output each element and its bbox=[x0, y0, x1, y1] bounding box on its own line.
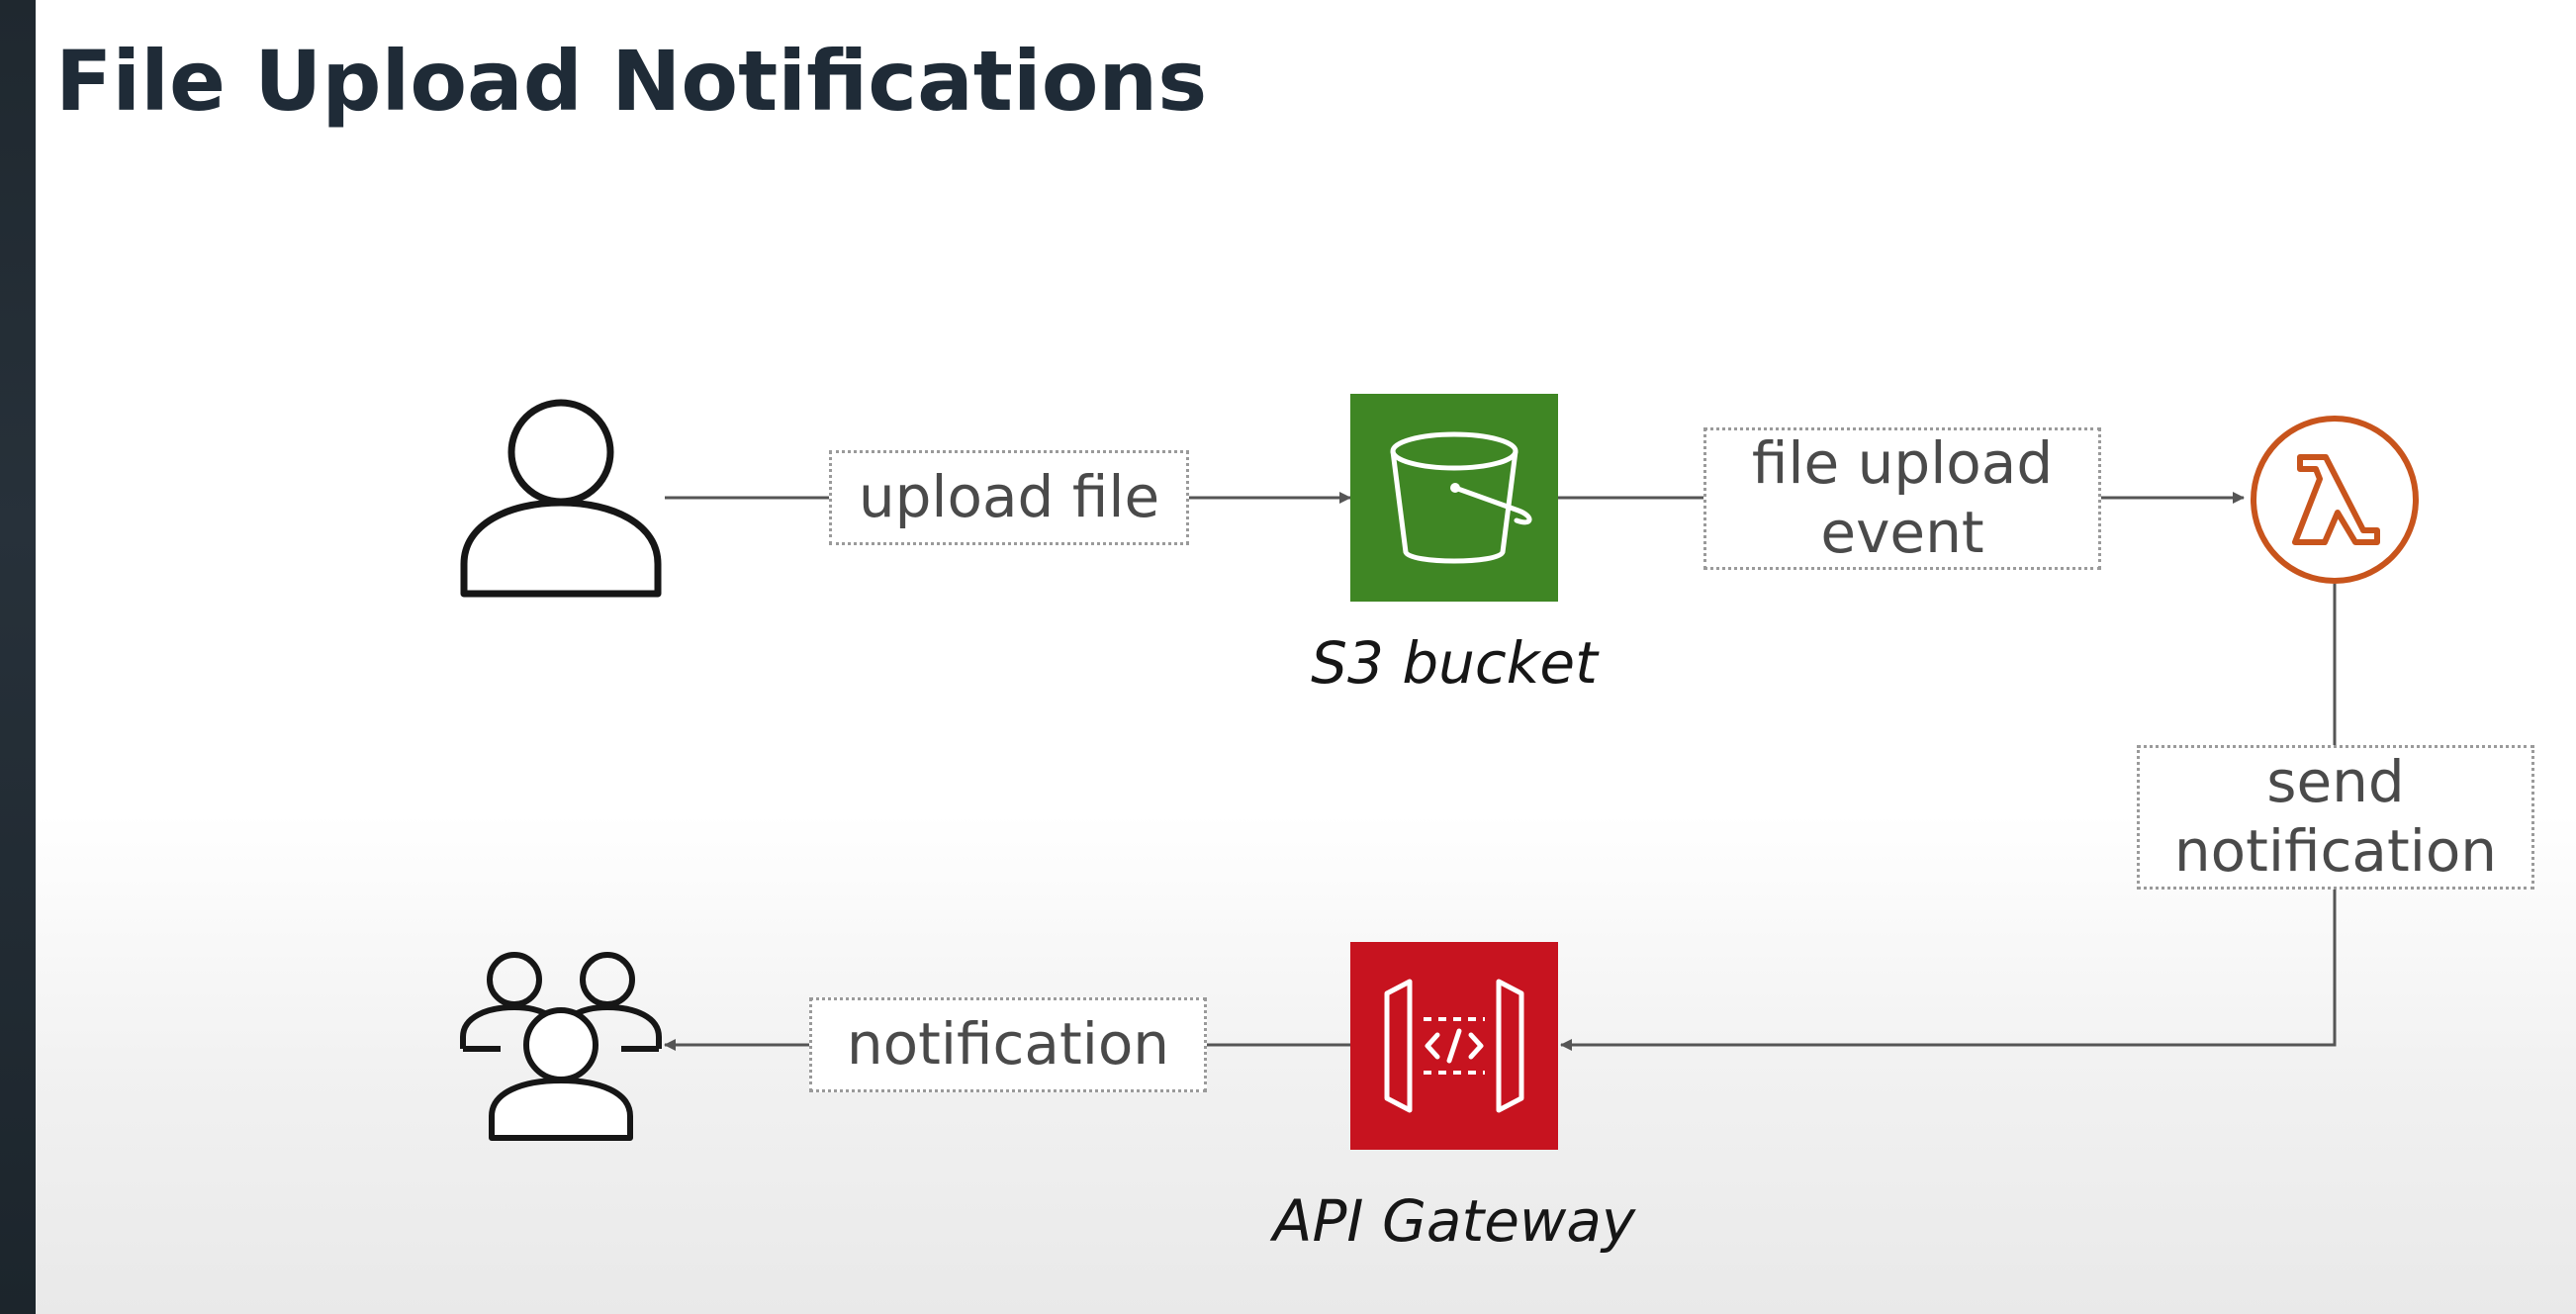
send-notification-label: send notification bbox=[2137, 745, 2534, 890]
slide-side-bar bbox=[0, 0, 36, 1314]
slide-title: File Upload Notifications bbox=[55, 33, 1208, 130]
lambda-icon bbox=[2251, 416, 2419, 584]
upload-file-label: upload file bbox=[829, 450, 1189, 545]
s3-bucket-icon bbox=[1350, 394, 1558, 602]
users-group-icon bbox=[460, 952, 662, 1141]
connector-send-notification bbox=[1560, 584, 2337, 1051]
file-upload-event-label: file upload event bbox=[1703, 427, 2101, 570]
notification-label: notification bbox=[809, 997, 1207, 1092]
user-icon bbox=[460, 399, 662, 598]
api-gateway-label: API Gateway bbox=[1272, 1187, 1636, 1255]
s3-bucket-label: S3 bucket bbox=[1311, 629, 1598, 697]
api-gateway-icon bbox=[1350, 942, 1558, 1150]
